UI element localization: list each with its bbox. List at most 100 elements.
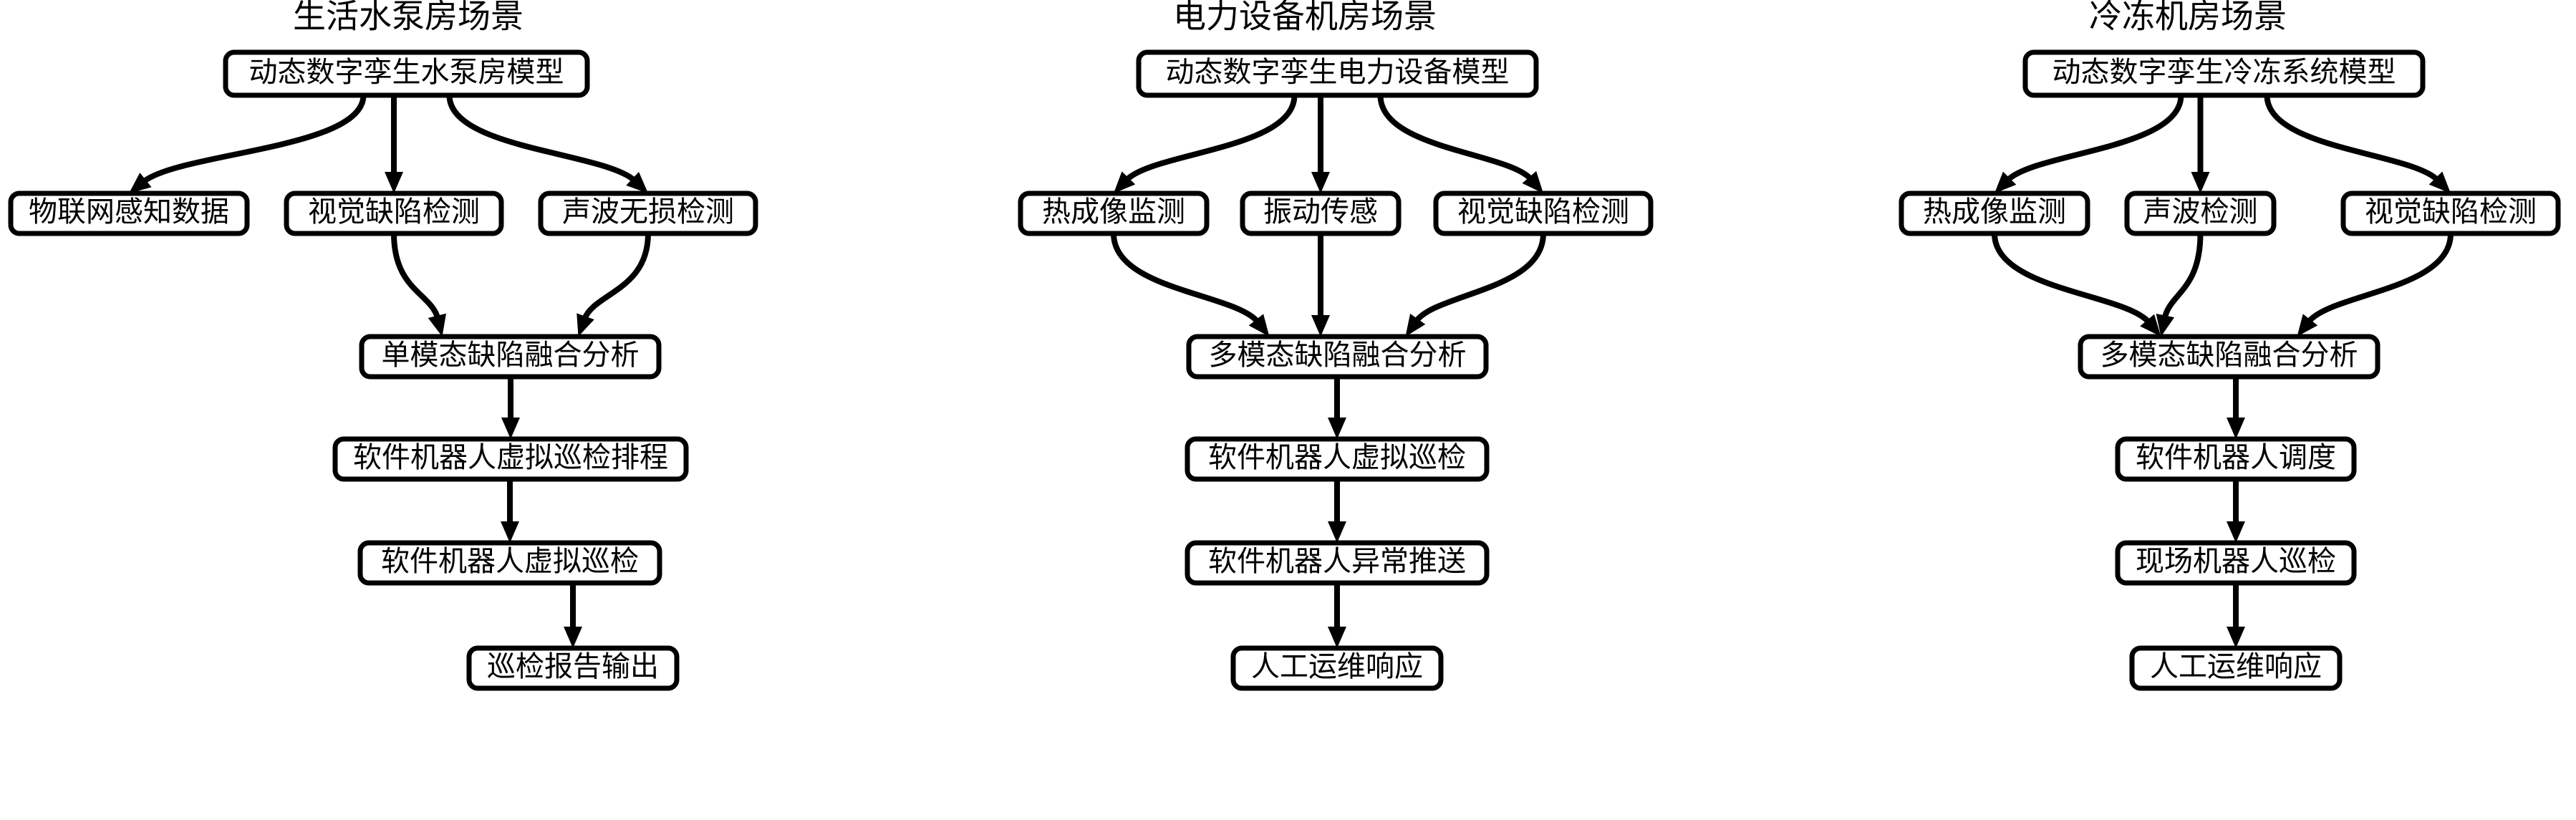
col-chiller-room-edge-s1-fuse-path bbox=[2161, 233, 2204, 319]
col-water-pump-room-chain-2-box[interactable] bbox=[357, 540, 662, 586]
col-power-equipment-room-edge-root-s1-head bbox=[1311, 172, 1330, 193]
col-water-pump-room-edge-root-s2-head bbox=[626, 171, 648, 193]
col-power-equipment-room-edge-s1-fuse bbox=[1311, 233, 1330, 337]
col-water-pump-room-sensor-2[interactable]: 声波无损检测 bbox=[538, 190, 758, 236]
col-power-equipment-room-edge-root-s0-path bbox=[1124, 95, 1298, 183]
col-power-equipment-room-chain-3-box[interactable] bbox=[1230, 645, 1444, 691]
col-chiller-room-sensor-2[interactable]: 视觉缺陷检测 bbox=[2340, 190, 2561, 236]
col-water-pump-room-title: 生活水泵房场景 bbox=[293, 0, 524, 35]
col-water-pump-room-root-node-box[interactable] bbox=[223, 49, 590, 98]
col-water-pump-room-sensor-1-box[interactable] bbox=[284, 190, 504, 236]
col-chiller-room-root-node-box[interactable] bbox=[2022, 49, 2426, 98]
col-power-equipment-room-sensor-1-box[interactable] bbox=[1240, 190, 1402, 236]
col-water-pump-room-chain-0[interactable]: 单模态缺陷融合分析 bbox=[359, 334, 662, 380]
col-power-equipment-room-edge-chain-1 bbox=[1328, 377, 1346, 439]
col-water-pump-room-edge-chain-3-head bbox=[564, 627, 582, 648]
col-power-equipment-room-chain-1-label: 软件机器人虚拟巡检 bbox=[1208, 441, 1466, 473]
col-water-pump-room-chain-3[interactable]: 巡检报告输出 bbox=[466, 645, 680, 691]
col-power-equipment-room-edge-s2-fuse-path bbox=[1414, 233, 1546, 324]
col-chiller-room-sensor-0-box[interactable] bbox=[1899, 190, 2090, 236]
col-power-equipment-room-sensor-0-label: 热成像监测 bbox=[1042, 196, 1185, 228]
col-water-pump-room-chain-1[interactable]: 软件机器人虚拟巡检排程 bbox=[332, 436, 689, 482]
col-power-equipment-room-root-node-box[interactable] bbox=[1136, 49, 1539, 98]
col-water-pump-room-edge-root-s0-head bbox=[129, 173, 152, 193]
col-water-pump-room-edge-root-s0-path bbox=[141, 95, 367, 185]
col-chiller-room-root-node-label: 动态数字孪生冷冻系统模型 bbox=[2052, 56, 2396, 88]
col-chiller-room-edge-root-s2-path bbox=[2264, 95, 2440, 183]
col-water-pump-room-root-node-label: 动态数字孪生水泵房模型 bbox=[249, 56, 564, 88]
col-water-pump-room-edge-chain-2-head bbox=[501, 521, 519, 543]
col-water-pump-room-edge-chain-1 bbox=[501, 377, 520, 439]
col-power-equipment-room-sensor-1[interactable]: 振动传感 bbox=[1240, 190, 1402, 236]
col-chiller-room-edge-s1-fuse bbox=[2156, 233, 2204, 337]
col-water-pump-room-sensor-0-box[interactable] bbox=[8, 190, 250, 236]
col-water-pump-room-edge-chain-1-head bbox=[501, 418, 520, 439]
col-power-equipment-room-edge-chain-2-head bbox=[1328, 521, 1346, 543]
col-water-pump-room-chain-3-box[interactable] bbox=[466, 645, 680, 691]
col-chiller-room-sensor-1-box[interactable] bbox=[2124, 190, 2277, 236]
col-chiller-room-sensor-0[interactable]: 热成像监测 bbox=[1899, 190, 2090, 236]
col-chiller-room-edge-s0-fuse bbox=[1992, 233, 2161, 337]
col-water-pump-room-edge-root-s2 bbox=[446, 95, 648, 193]
col-chiller-room-edge-chain-1-head bbox=[2227, 418, 2245, 439]
col-chiller-room-chain-3-box[interactable] bbox=[2129, 645, 2343, 691]
col-power-equipment-room-edge-s2-fuse bbox=[1405, 233, 1546, 337]
col-water-pump-room-chain-2-label: 软件机器人虚拟巡检 bbox=[381, 545, 639, 577]
col-chiller-room-edge-root-s0-path bbox=[2005, 95, 2184, 183]
col-chiller-room-edge-s2-fuse-head bbox=[2297, 314, 2318, 337]
col-power-equipment-room-root-node[interactable]: 动态数字孪生电力设备模型 bbox=[1136, 49, 1539, 98]
col-chiller-room-edge-root-s2-head bbox=[2428, 171, 2451, 193]
col-power-equipment-room-chain-1[interactable]: 软件机器人虚拟巡检 bbox=[1185, 436, 1490, 482]
col-power-equipment-room-edge-chain-2 bbox=[1328, 479, 1346, 543]
col-power-equipment-room-chain-0-label: 多模态缺陷融合分析 bbox=[1209, 339, 1467, 371]
col-water-pump-room-edge-s1-fuse-path bbox=[391, 233, 441, 319]
col-chiller-room-edge-root-s2 bbox=[2264, 95, 2451, 193]
col-chiller-room-edge-s1-fuse-head bbox=[2156, 314, 2175, 337]
col-water-pump-room-sensor-1[interactable]: 视觉缺陷检测 bbox=[284, 190, 504, 236]
col-water-pump-room-sensor-2-label: 声波无损检测 bbox=[562, 196, 734, 228]
col-power-equipment-room-chain-3[interactable]: 人工运维响应 bbox=[1230, 645, 1444, 691]
col-water-pump-room-chain-2[interactable]: 软件机器人虚拟巡检 bbox=[357, 540, 662, 586]
col-chiller-room-title: 冷冻机房场景 bbox=[2089, 0, 2287, 35]
col-water-pump-room-root-node[interactable]: 动态数字孪生水泵房模型 bbox=[223, 49, 590, 98]
col-chiller-room-chain-2[interactable]: 现场机器人巡检 bbox=[2115, 540, 2357, 586]
col-chiller-room-sensor-2-box[interactable] bbox=[2340, 190, 2561, 236]
col-water-pump-room-sensor-0[interactable]: 物联网感知数据 bbox=[8, 190, 250, 236]
col-chiller-room-edge-s0-fuse-path bbox=[1992, 233, 2151, 324]
col-chiller-room-edge-root-s0-head bbox=[1994, 171, 2017, 193]
col-water-pump-room-edge-chain-2 bbox=[501, 479, 519, 543]
col-power-equipment-room-chain-0[interactable]: 多模态缺陷融合分析 bbox=[1186, 334, 1489, 380]
col-chiller-room-chain-0[interactable]: 多模态缺陷融合分析 bbox=[2078, 334, 2380, 380]
col-power-equipment-room-sensor-0-box[interactable] bbox=[1018, 190, 1210, 236]
col-water-pump-room-sensor-2-box[interactable] bbox=[538, 190, 758, 236]
col-chiller-room-sensor-0-label: 热成像监测 bbox=[1923, 196, 2066, 228]
col-power-equipment-room-edge-root-s0 bbox=[1114, 95, 1298, 193]
col-power-equipment-room-sensor-0[interactable]: 热成像监测 bbox=[1018, 190, 1210, 236]
col-power-equipment-room-edge-root-s1 bbox=[1311, 95, 1330, 193]
col-power-equipment-room-sensor-2[interactable]: 视觉缺陷检测 bbox=[1433, 190, 1654, 236]
col-chiller-room-sensor-1[interactable]: 声波检测 bbox=[2124, 190, 2277, 236]
col-power-equipment-room-edge-chain-1-head bbox=[1328, 418, 1346, 439]
col-power-equipment-room-edge-s0-fuse-head bbox=[1248, 314, 1270, 337]
col-chiller-room-chain-0-box[interactable] bbox=[2078, 334, 2380, 380]
col-water-pump-room-sensor-0-label: 物联网感知数据 bbox=[29, 196, 229, 228]
col-power-equipment-room-sensor-2-box[interactable] bbox=[1433, 190, 1654, 236]
col-chiller-room-chain-3[interactable]: 人工运维响应 bbox=[2129, 645, 2343, 691]
col-chiller-room-root-node[interactable]: 动态数字孪生冷冻系统模型 bbox=[2022, 49, 2426, 98]
col-chiller-room-chain-1[interactable]: 软件机器人调度 bbox=[2115, 436, 2357, 482]
col-power-equipment-room-title: 电力设备机房场景 bbox=[1173, 0, 1437, 35]
col-water-pump-room-chain-3-label: 巡检报告输出 bbox=[487, 650, 659, 682]
col-power-equipment-room-chain-2[interactable]: 软件机器人异常推送 bbox=[1185, 540, 1490, 586]
col-water-pump-room-edge-root-s0 bbox=[129, 95, 367, 193]
col-chiller-room-edge-root-s0 bbox=[1994, 95, 2184, 193]
col-chiller-room-chain-1-label: 软件机器人调度 bbox=[2136, 441, 2336, 473]
col-chiller-room-edge-chain-2 bbox=[2227, 479, 2245, 543]
col-power-equipment-room-edge-s1-fuse-head bbox=[1311, 315, 1330, 337]
col-chiller-room-chain-2-label: 现场机器人巡检 bbox=[2136, 545, 2336, 577]
col-chiller-room-sensor-1-label: 声波检测 bbox=[2143, 196, 2258, 228]
col-chiller-room-sensor-2-label: 视觉缺陷检测 bbox=[2365, 196, 2537, 228]
